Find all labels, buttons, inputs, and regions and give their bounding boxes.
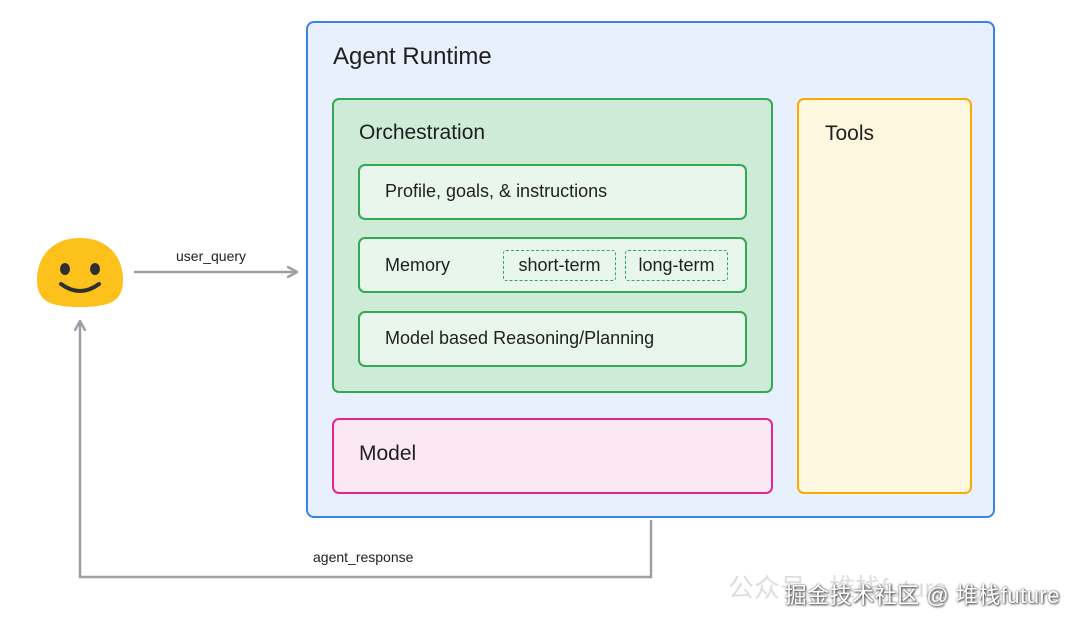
user-query-label: user_query	[176, 248, 247, 264]
agent-runtime-title: Agent Runtime	[333, 43, 492, 70]
long-term-memory-tag: long-term	[625, 250, 728, 281]
profile-goals-label: Profile, goals, & instructions	[385, 181, 608, 201]
reasoning-planning-box	[358, 311, 747, 367]
tools-box	[797, 98, 972, 494]
model-box	[332, 418, 773, 494]
memory-label: Memory	[385, 255, 451, 275]
agent-response-arrow	[80, 322, 653, 579]
short-term-memory-tag: short-term	[503, 250, 616, 281]
agent-response-label: agent_response	[313, 549, 414, 565]
smiley-face-icon	[37, 238, 123, 307]
orchestration-title: Orchestration	[359, 121, 486, 144]
tools-title: Tools	[825, 122, 875, 145]
reasoning-planning-label: Model based Reasoning/Planning	[385, 328, 655, 348]
watermark-ghost-text: 公众号 · 堆栈future	[728, 573, 948, 603]
watermark-text: 掘金技术社区 @ 堆栈future	[784, 583, 1060, 608]
profile-goals-box	[358, 164, 747, 220]
model-title: Model	[359, 442, 417, 465]
